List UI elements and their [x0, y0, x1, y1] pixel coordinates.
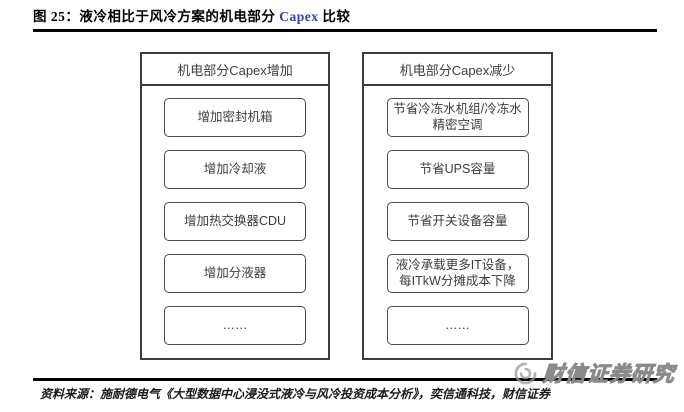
- source-label: 资料来源：: [40, 387, 101, 401]
- capex-decrease-panel: 机电部分Capex减少 节省冷冻水机组/冷冻水 精密空调节省UPS容量节省开关设…: [362, 52, 553, 360]
- capex-decrease-item: 液冷承载更多IT设备， 每ITkW分摊成本下降: [386, 254, 529, 293]
- capex-decrease-header: 机电部分Capex减少: [364, 54, 551, 86]
- capex-increase-item: 增加密封机箱: [164, 98, 306, 137]
- capex-increase-panel: 机电部分Capex增加 增加密封机箱增加冷却液增加热交换器CDU 增加分液器 ……: [140, 52, 330, 360]
- figure-title-suffix: 比较: [318, 9, 351, 24]
- figure-title-prefix: 图 25：: [33, 9, 80, 24]
- capex-increase-header: 机电部分Capex增加: [142, 54, 328, 86]
- source-divider-rule: [33, 378, 657, 381]
- figure-title: 图 25：液冷相比于风冷方案的机电部分 Capex 比较: [33, 5, 350, 25]
- capex-increase-item: 增加分液器: [164, 254, 306, 293]
- capex-increase-item: ……: [164, 306, 306, 345]
- watermark-text: 财信证券研究: [542, 363, 677, 387]
- source-text: 施耐德电气《大型数据中心浸没式液冷与风冷投资成本分析》，奕信通科技，财信证券: [100, 387, 551, 401]
- figure-title-capex: Capex: [279, 9, 319, 24]
- capex-increase-item: 增加热交换器CDU: [164, 202, 306, 241]
- capex-decrease-item: 节省UPS容量: [386, 150, 529, 189]
- source-citation: 资料来源：施耐德电气《大型数据中心浸没式液冷与风冷投资成本分析》，奕信通科技，财…: [40, 385, 550, 402]
- capex-decrease-item: 节省冷冻水机组/冷冻水 精密空调: [386, 98, 529, 137]
- brand-watermark: 财信证券研究: [512, 358, 677, 388]
- capex-increase-item: 增加冷却液: [164, 150, 306, 189]
- capex-decrease-item: ……: [386, 306, 529, 345]
- capex-decrease-item: 节省开关设备容量: [386, 202, 529, 241]
- capex-decrease-items: 节省冷冻水机组/冷冻水 精密空调节省UPS容量节省开关设备容量液冷承载更多IT设…: [364, 86, 551, 345]
- capex-increase-items: 增加密封机箱增加冷却液增加热交换器CDU 增加分液器 ……: [142, 86, 328, 345]
- swirl-logo-icon: [514, 362, 537, 384]
- figure-title-main: 液冷相比于风冷方案的机电部分: [79, 9, 280, 24]
- title-underline-rule: [33, 29, 657, 32]
